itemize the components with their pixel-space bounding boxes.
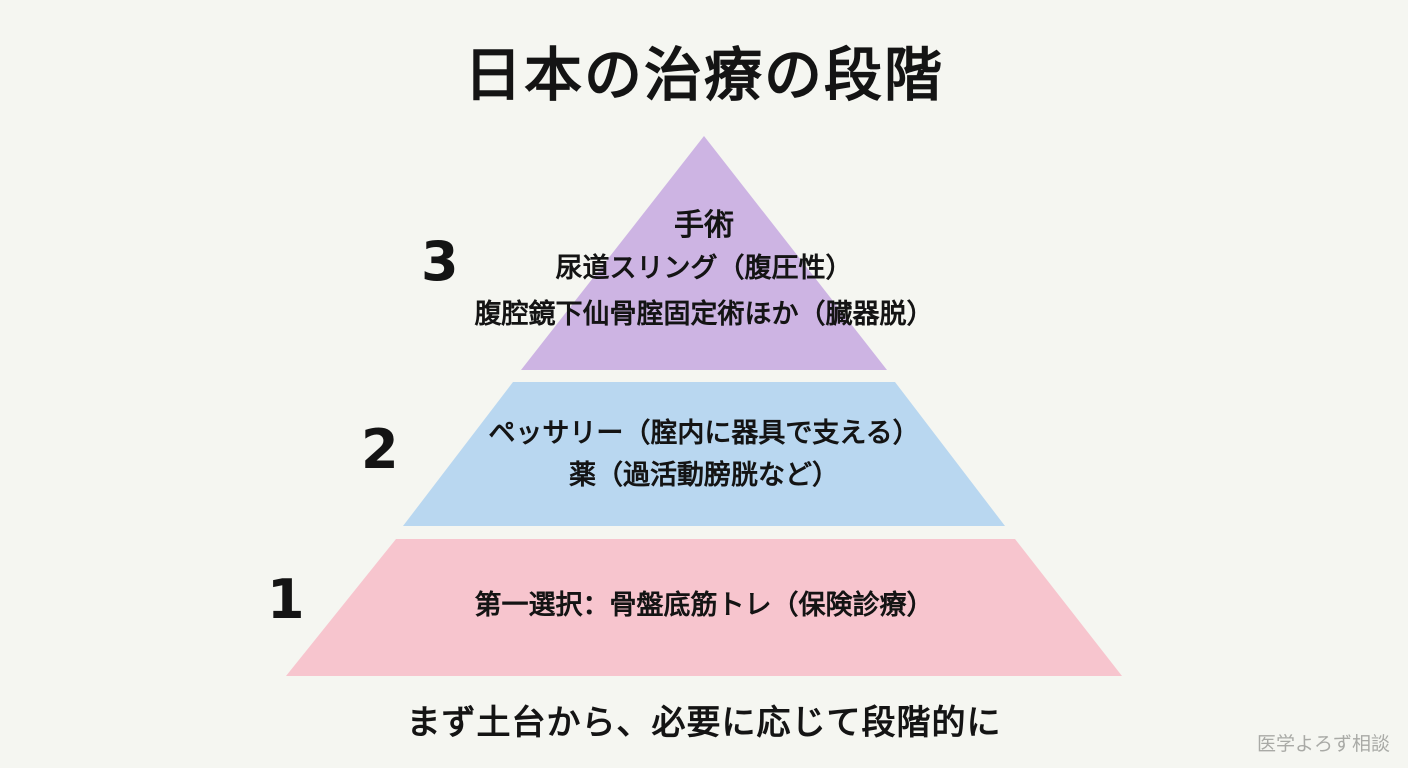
tier-3-segment <box>521 136 887 370</box>
tier-1-label: 第一選択：骨盤底筋トレ（保険診療） <box>0 588 1408 624</box>
tier-2-line-1: ペッサリー（腟内に器具で支える） <box>488 418 920 449</box>
tier-3-line-2: 尿道スリング（腹圧性） <box>555 253 853 284</box>
page-title: 日本の治療の段階 <box>463 41 944 109</box>
tier-3-line-1: 手術 <box>674 208 734 243</box>
bottom-caption: まず土台から、必要に応じて段階的に <box>406 703 1002 743</box>
watermark: 医学よろず相談 <box>1256 733 1390 755</box>
tier-2-number: 2 <box>361 418 399 481</box>
tier-2-line-2: 薬（過活動膀胱など） <box>569 460 839 491</box>
tier-1-line-1: 第一選択：骨盤底筋トレ（保険診療） <box>474 590 934 621</box>
tier-3-line-3: 腹腔鏡下仙骨腟固定術ほか（臓器脱） <box>474 299 934 330</box>
tier-3-label: 手術 尿道スリング（腹圧性） 腹腔鏡下仙骨腟固定術ほか（臓器脱） <box>0 206 1408 338</box>
tier-1-segment <box>286 539 1122 676</box>
tier-3-number: 3 <box>421 230 459 293</box>
tier-2-label: ペッサリー（腟内に器具で支える） 薬（過活動膀胱など） <box>0 414 1408 498</box>
tier-2-segment <box>403 382 1005 526</box>
tier-1-number: 1 <box>267 568 305 631</box>
